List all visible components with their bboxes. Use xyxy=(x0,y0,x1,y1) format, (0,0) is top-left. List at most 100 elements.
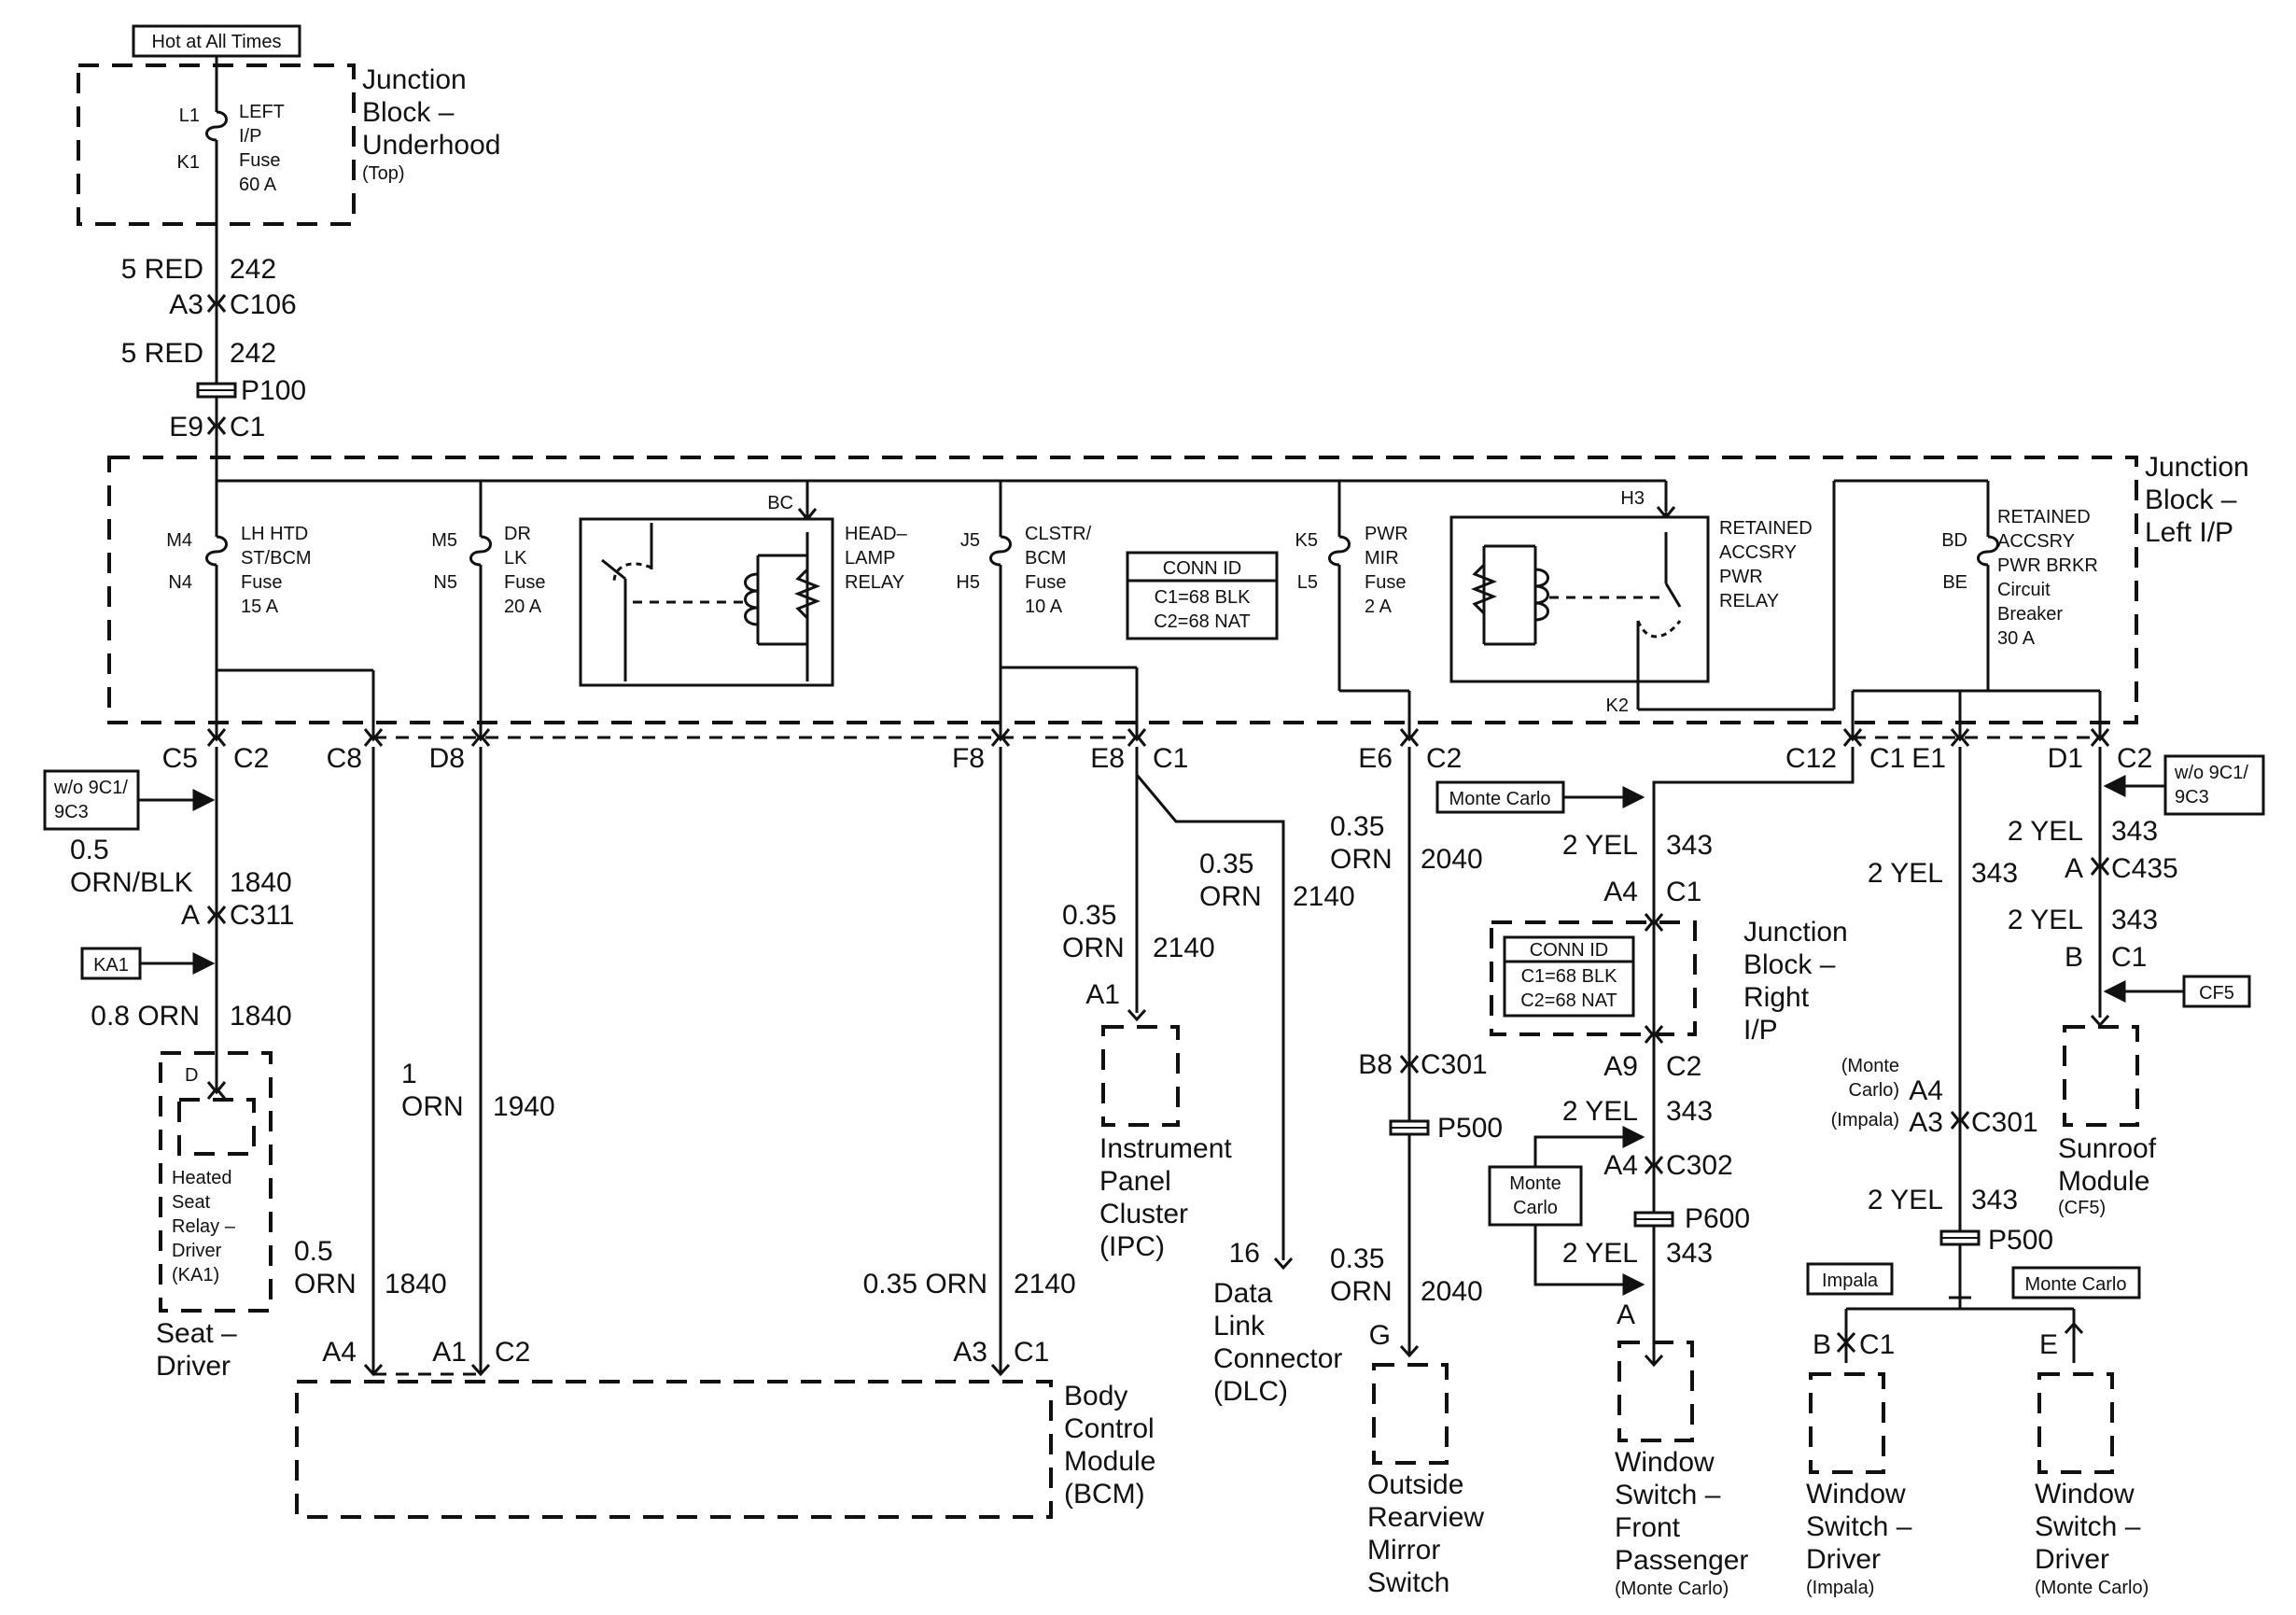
svg-text:C301: C301 xyxy=(1421,1049,1488,1080)
front-pass-wire-labels: 2 YEL 343 A4 C1 A9 C2 2 YEL 343 A4 C302 … xyxy=(1562,830,1750,1330)
svg-text:2 YEL: 2 YEL xyxy=(1868,858,1943,889)
svg-text:C302: C302 xyxy=(1666,1150,1733,1181)
svg-text:CLSTR/: CLSTR/ xyxy=(1025,524,1092,544)
heated-seat-relay xyxy=(177,1098,256,1156)
headlamp-relay-label: BC HEAD– LAMP RELAY xyxy=(767,493,907,593)
svg-text:G: G xyxy=(1369,1320,1391,1351)
svg-text:1940: 1940 xyxy=(493,1091,555,1122)
svg-text:2 YEL: 2 YEL xyxy=(1562,1096,1638,1127)
svg-text:C1: C1 xyxy=(1014,1337,1049,1368)
svg-text:D: D xyxy=(185,1065,198,1086)
outside-rearview-mirror-switch xyxy=(1372,1363,1449,1465)
svg-text:(DLC): (DLC) xyxy=(1213,1376,1288,1407)
svg-text:BE: BE xyxy=(1942,572,1967,593)
window-switch-driver-monte-carlo xyxy=(2037,1372,2114,1474)
junction-block-left-ip xyxy=(107,456,2138,724)
svg-text:DR: DR xyxy=(504,524,531,544)
svg-text:Circuit: Circuit xyxy=(1997,580,2051,600)
svg-text:16: 16 xyxy=(1229,1238,1260,1269)
svg-text:ORN: ORN xyxy=(1199,881,1262,912)
svg-text:Fuse: Fuse xyxy=(1025,572,1066,593)
svg-text:343: 343 xyxy=(2111,905,2158,935)
seat-driver-module xyxy=(159,1051,273,1313)
svg-text:Hot at All Times: Hot at All Times xyxy=(152,32,282,52)
svg-text:Control: Control xyxy=(1064,1413,1155,1444)
svg-text:I/P: I/P xyxy=(1743,1015,1778,1046)
svg-text:Monte Carlo: Monte Carlo xyxy=(2025,1274,2127,1295)
svg-text:Fuse: Fuse xyxy=(239,150,280,171)
svg-text:E8: E8 xyxy=(1090,743,1125,774)
svg-text:LK: LK xyxy=(504,548,527,569)
svg-text:ORN: ORN xyxy=(401,1091,464,1122)
svg-text:15 A: 15 A xyxy=(241,597,279,617)
ipc-label: Instrument Panel Cluster (IPC) xyxy=(1099,1133,1232,1262)
svg-text:Mirror: Mirror xyxy=(1367,1535,1440,1566)
svg-text:B8: B8 xyxy=(1358,1049,1393,1080)
svg-text:A: A xyxy=(2065,853,2083,884)
svg-text:A4: A4 xyxy=(1603,877,1638,907)
svg-text:2040: 2040 xyxy=(1421,1276,1483,1307)
svg-text:20 A: 20 A xyxy=(504,597,542,617)
driver-wire-labels: 2 YEL 343 (Monte Carlo) A4 (Impala) A3 C… xyxy=(1831,858,2053,1256)
svg-text:(CF5): (CF5) xyxy=(2058,1198,2106,1218)
svg-text:P500: P500 xyxy=(1988,1225,2053,1256)
svg-text:C2: C2 xyxy=(1426,743,1462,774)
svg-text:Fuse: Fuse xyxy=(1365,572,1406,593)
splice-p500-driver xyxy=(1939,1229,1981,1246)
svg-text:Right: Right xyxy=(1743,982,1810,1013)
svg-text:2140: 2140 xyxy=(1153,933,1215,963)
svg-text:LAMP: LAMP xyxy=(845,548,895,569)
svg-text:10 A: 10 A xyxy=(1025,597,1063,617)
svg-text:PWR BRKR: PWR BRKR xyxy=(1997,555,2098,576)
svg-text:HEAD–: HEAD– xyxy=(845,524,908,544)
svg-text:(Monte: (Monte xyxy=(1841,1056,1899,1076)
svg-text:9C3: 9C3 xyxy=(54,802,89,822)
svg-text:KA1: KA1 xyxy=(93,955,129,976)
svg-text:2140: 2140 xyxy=(1293,881,1355,912)
svg-text:Heated: Heated xyxy=(172,1168,232,1188)
svg-text:E9: E9 xyxy=(169,412,203,442)
breaker-label: BD BE RETAINED ACCSRY PWR BRKR Circuit B… xyxy=(1941,507,2098,649)
svg-text:C2=68 NAT: C2=68 NAT xyxy=(1520,990,1617,1011)
bcm-label: Body Control Module (BCM) xyxy=(1064,1381,1155,1510)
monte-carlo-option-2: Monte Carlo xyxy=(1488,1126,1645,1296)
svg-text:2140: 2140 xyxy=(1014,1269,1076,1299)
svg-text:Window: Window xyxy=(1615,1447,1715,1478)
svg-text:w/o 9C1/: w/o 9C1/ xyxy=(2174,763,2248,783)
sunroof-wire-labels: 2 YEL 343 A C435 2 YEL 343 B C1 xyxy=(2008,816,2178,973)
conn-id-left-ip: CONN ID C1=68 BLK C2=68 NAT xyxy=(1126,551,1279,640)
splice-p100 xyxy=(196,382,237,399)
dlc-label: Data Link Connector (DLC) xyxy=(1213,1278,1342,1407)
svg-text:343: 343 xyxy=(1971,858,2018,889)
svg-text:K2: K2 xyxy=(1606,695,1629,716)
front-pass-label: Window Switch – Front Passenger (Monte C… xyxy=(1615,1447,1748,1599)
svg-text:ACCSRY: ACCSRY xyxy=(1719,542,1797,563)
svg-text:C8: C8 xyxy=(327,743,362,774)
clstr-fuse-label: J5 H5 CLSTR/ BCM Fuse 10 A xyxy=(956,524,1091,617)
svg-text:N5: N5 xyxy=(433,572,457,593)
svg-text:Block –: Block – xyxy=(2145,484,2237,515)
svg-text:Sunroof: Sunroof xyxy=(2058,1133,2157,1164)
svg-text:343: 343 xyxy=(1666,1096,1713,1127)
lh-htd-fuse-label: M4 N4 LH HTD ST/BCM Fuse 15 A xyxy=(166,524,311,617)
svg-text:H5: H5 xyxy=(956,572,980,593)
dr-lk-fuse-label: M5 N5 DR LK Fuse 20 A xyxy=(431,524,545,617)
svg-text:(Impala): (Impala) xyxy=(1831,1110,1899,1130)
svg-text:PWR: PWR xyxy=(1365,524,1408,544)
svg-text:M4: M4 xyxy=(166,530,192,551)
svg-text:343: 343 xyxy=(1666,1238,1713,1269)
svg-text:CF5: CF5 xyxy=(2199,983,2234,1004)
svg-text:Monte: Monte xyxy=(1509,1173,1561,1194)
svg-text:Switch –: Switch – xyxy=(1615,1480,1721,1510)
svg-text:343: 343 xyxy=(2111,816,2158,847)
svg-text:Driver: Driver xyxy=(156,1351,231,1382)
svg-text:Window: Window xyxy=(2035,1479,2135,1510)
svg-text:Seat –: Seat – xyxy=(156,1318,237,1349)
retained-relay-label: H3 K2 RETAINED ACCSRY PWR RELAY xyxy=(1606,488,1813,716)
svg-text:C1=68 BLK: C1=68 BLK xyxy=(1521,966,1618,987)
svg-text:E6: E6 xyxy=(1358,743,1393,774)
svg-text:E: E xyxy=(2039,1329,2058,1360)
svg-text:343: 343 xyxy=(1971,1185,2018,1215)
svg-text:(Impala): (Impala) xyxy=(1806,1578,1874,1598)
